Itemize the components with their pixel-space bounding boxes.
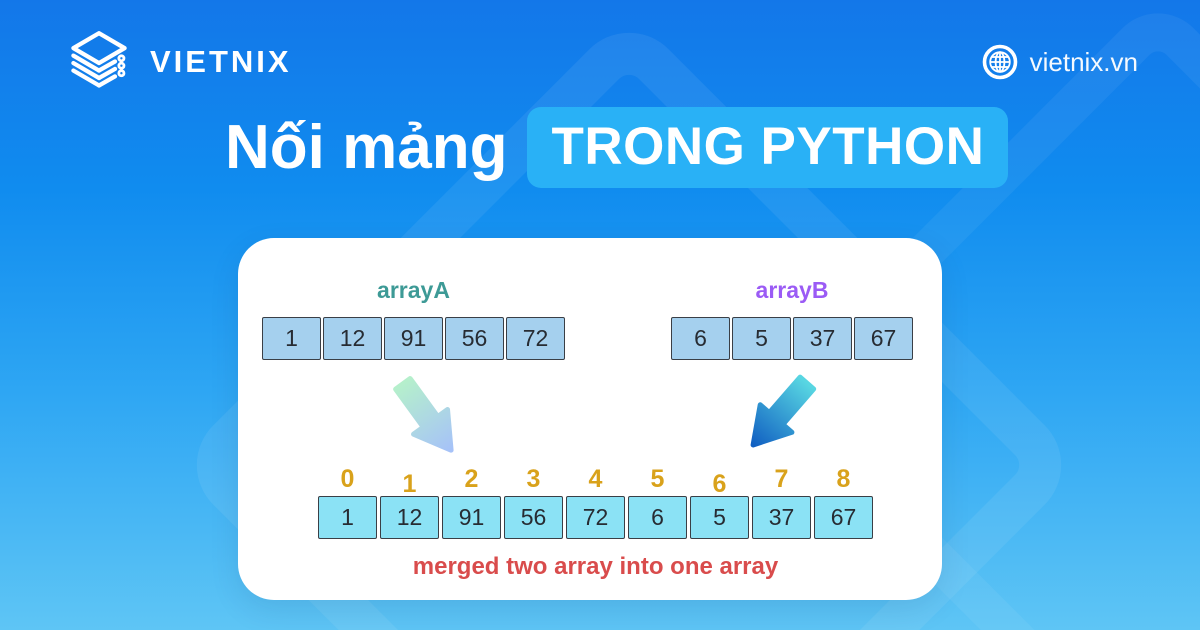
merged-index: 2 — [464, 465, 479, 493]
array-cell: 1 — [318, 496, 377, 539]
website-link: vietnix.vn — [982, 44, 1138, 80]
array-cell: 6 — [628, 496, 687, 539]
array-cell: 72 — [506, 317, 565, 360]
array-b-group: arrayB 6 5 37 67 — [671, 278, 913, 360]
array-cell: 91 — [384, 317, 443, 360]
array-cell: 72 — [566, 496, 625, 539]
array-cell: 91 — [442, 496, 501, 539]
merge-arrow-right-icon — [750, 374, 817, 448]
array-a-label: arrayA — [377, 277, 450, 303]
merged-index: 8 — [836, 465, 851, 493]
vietnix-logo-icon — [71, 31, 127, 88]
merged-index: 5 — [650, 465, 665, 493]
merged-index: 0 — [340, 465, 355, 493]
array-a-group: arrayA 1 12 91 56 72 — [262, 278, 565, 360]
array-b-label: arrayB — [755, 277, 829, 303]
merged-caption: merged two array into one array — [412, 553, 779, 580]
array-cell: 37 — [752, 496, 811, 539]
vietnix-logo: VIETNIX — [62, 30, 292, 94]
page-title: Nối mảng TRONG PYTHON — [225, 103, 1009, 191]
array-cell: 5 — [732, 317, 791, 360]
array-cell: 56 — [445, 317, 504, 360]
merged-index: 1 — [402, 470, 417, 498]
array-cell: 12 — [380, 496, 439, 539]
merge-arrow-left-icon — [393, 376, 454, 453]
array-cell: 6 — [671, 317, 730, 360]
merged-array-group: 0 1 2 3 4 5 6 7 8 1 12 91 56 72 6 5 37 6… — [318, 466, 873, 581]
merged-array-cells: 1 12 91 56 72 6 5 37 67 — [318, 496, 873, 539]
globe-icon — [982, 44, 1017, 80]
array-cell: 67 — [814, 496, 873, 539]
merged-index: 6 — [712, 470, 727, 498]
merged-index: 4 — [588, 465, 603, 493]
array-b-cells: 6 5 37 67 — [671, 317, 913, 360]
merged-index: 7 — [774, 465, 789, 493]
merged-index: 3 — [526, 465, 541, 493]
array-cell: 12 — [323, 317, 382, 360]
array-a-cells: 1 12 91 56 72 — [262, 317, 565, 360]
title-prefix: Nối mảng — [225, 112, 508, 182]
array-cell: 67 — [854, 317, 913, 360]
website-url: vietnix.vn — [1029, 46, 1138, 77]
array-cell: 1 — [262, 317, 321, 360]
diagram-card: arrayA 1 12 91 56 72 arrayB 6 5 37 67 — [238, 238, 942, 600]
array-cell: 56 — [504, 496, 563, 539]
title-highlight-badge: TRONG PYTHON — [527, 106, 1009, 188]
array-cell: 5 — [690, 496, 749, 539]
merged-index-row: 0 1 2 3 4 5 6 7 8 — [318, 465, 873, 497]
vietnix-logo-text: VIETNIX — [150, 44, 292, 79]
array-cell: 37 — [793, 317, 852, 360]
